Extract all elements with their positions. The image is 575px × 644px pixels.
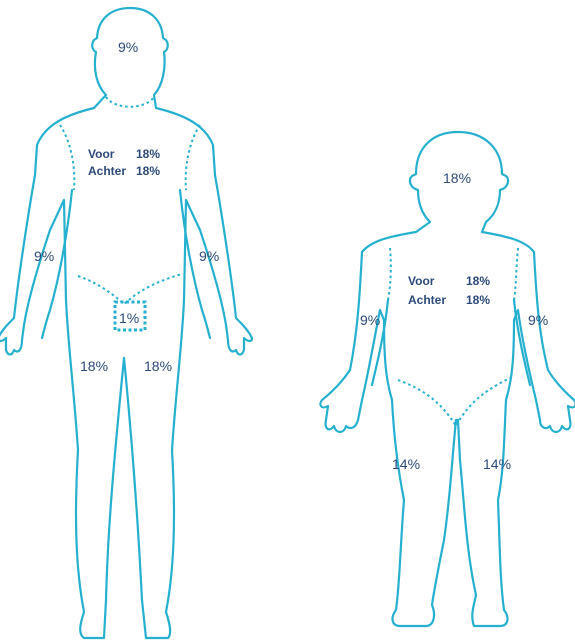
- adult-trunk-front-value: 18%: [136, 147, 160, 161]
- child-trunk-back-value: 18%: [466, 293, 490, 307]
- child-trunk-front-label: Voor: [408, 274, 434, 288]
- adult-left-shoulder-dotted-line: [60, 125, 74, 190]
- adult-groin-dotted-line: [78, 274, 182, 304]
- adult-trunk-front-label: Voor: [88, 147, 114, 161]
- child-left-leg-percentage: 14%: [392, 456, 420, 472]
- child-body-outline: [320, 132, 575, 626]
- adult-trunk-back-value: 18%: [136, 164, 160, 178]
- child-right-leg-percentage: 14%: [483, 456, 511, 472]
- child-right-arm-percentage: 9%: [528, 312, 548, 328]
- child-left-shoulder-dotted-line: [388, 248, 391, 300]
- adult-head-percentage: 9%: [118, 39, 138, 55]
- adult-genital-percentage: 1%: [119, 310, 139, 326]
- child-left-arm-percentage: 9%: [360, 312, 380, 328]
- child-trunk-back-label: Achter: [408, 293, 446, 307]
- adult-trunk-back-label: Achter: [88, 164, 126, 178]
- adult-left-arm-percentage: 9%: [34, 248, 54, 264]
- child-head-percentage: 18%: [443, 170, 471, 186]
- child-trunk-front-value: 18%: [466, 274, 490, 288]
- adult-left-leg-percentage: 18%: [80, 358, 108, 374]
- adult-neck-dotted-line: [106, 97, 154, 107]
- adult-right-leg-percentage: 18%: [144, 358, 172, 374]
- adult-right-arm-percentage: 9%: [199, 248, 219, 264]
- child-right-shoulder-dotted-line: [514, 248, 518, 300]
- adult-right-shoulder-dotted-line: [186, 125, 200, 190]
- child-groin-dotted-line: [398, 378, 510, 426]
